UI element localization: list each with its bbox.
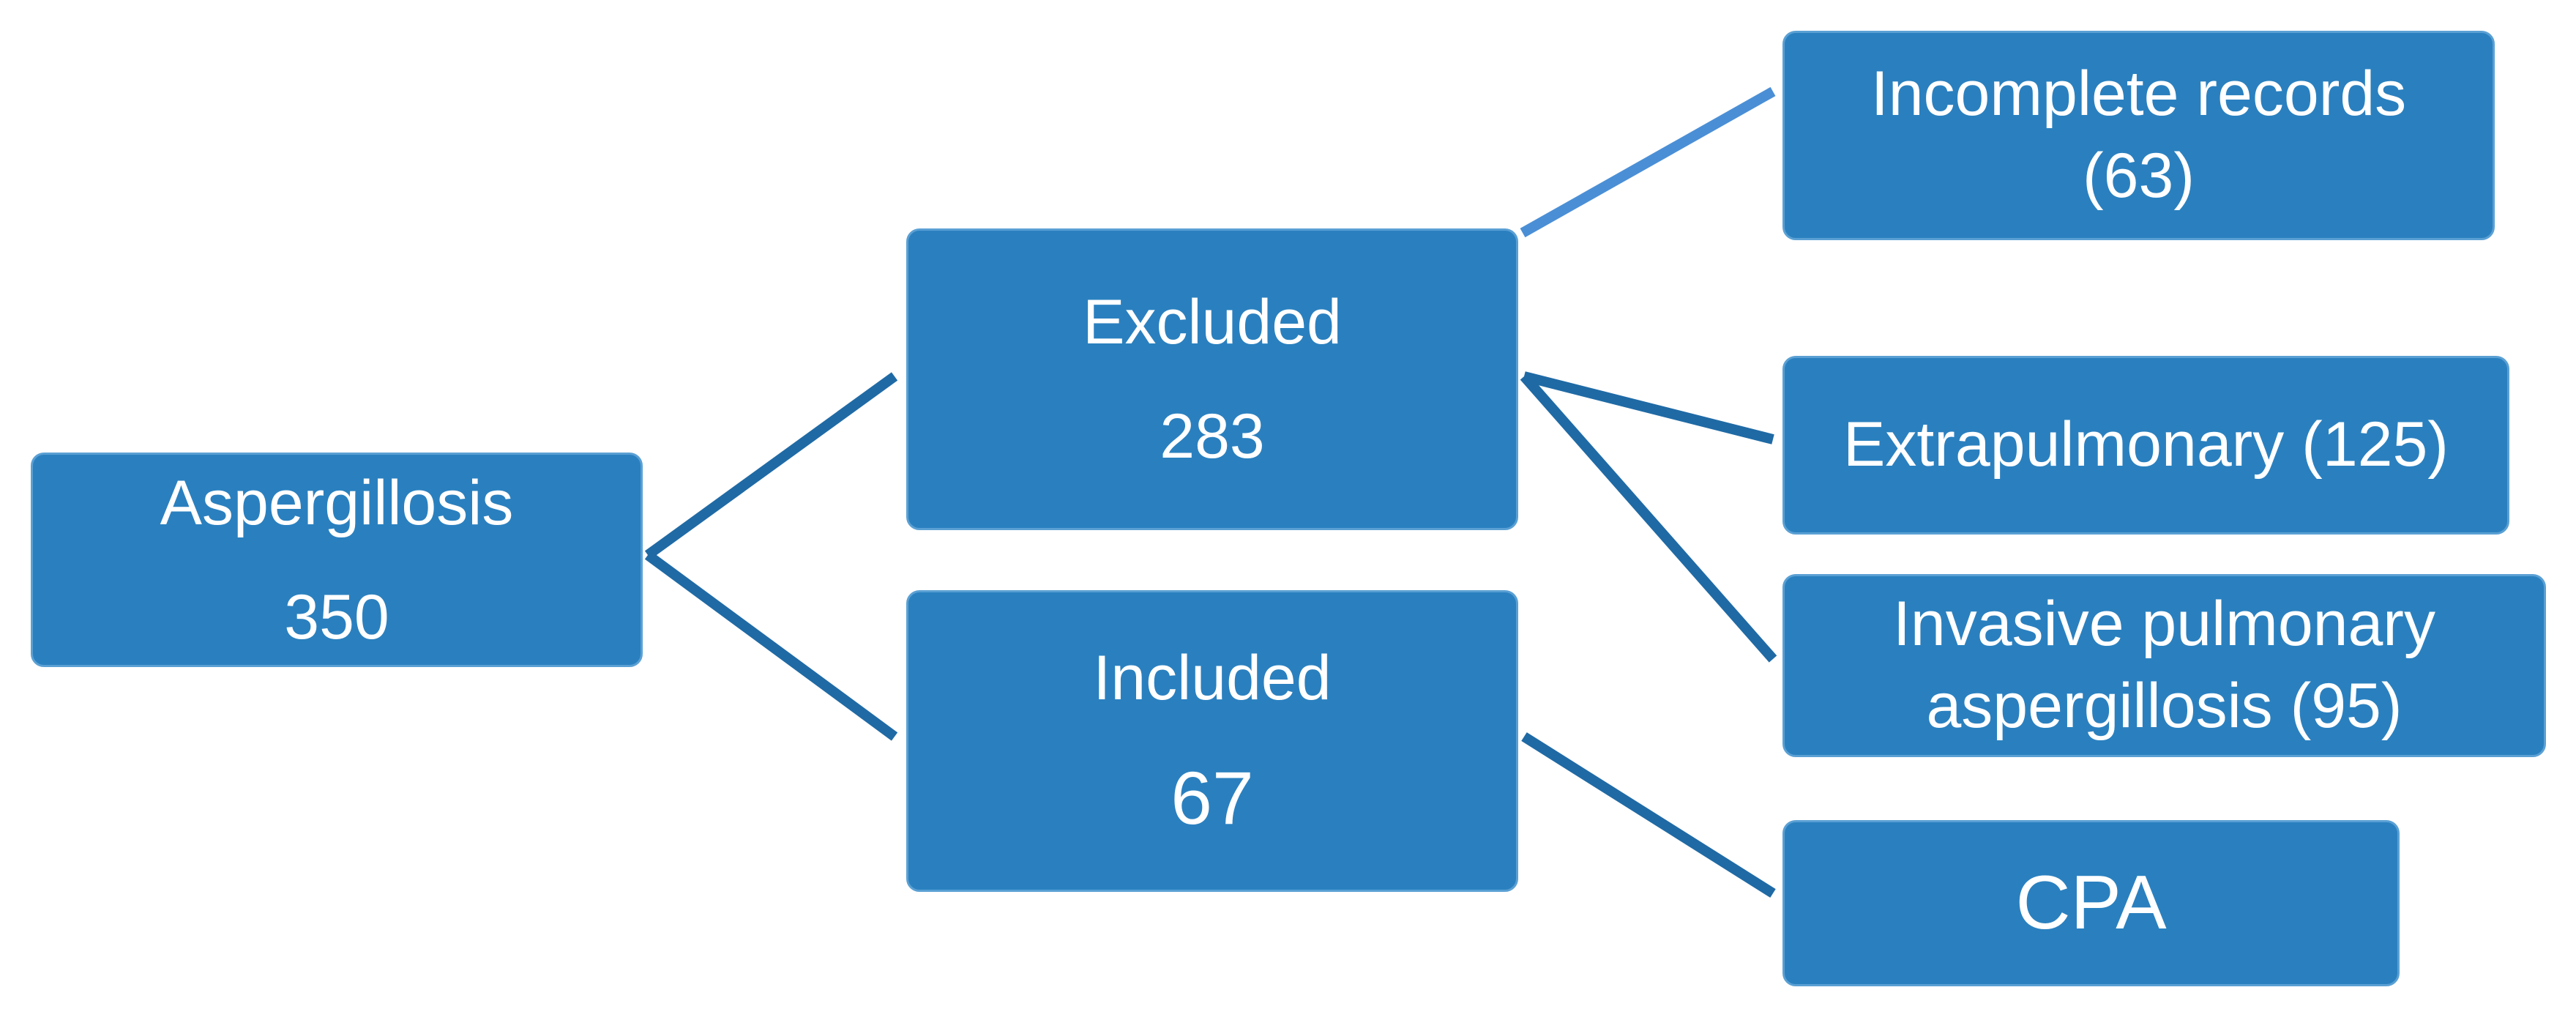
excluded-count: 283 xyxy=(1160,401,1265,472)
invasive-pulmonary-label-line1: Invasive pulmonary xyxy=(1893,589,2435,660)
incomplete-records-count: (63) xyxy=(2083,141,2195,211)
extrapulmonary-label: Extrapulmonary (125) xyxy=(1843,409,2449,480)
aspergillosis-label: Aspergillosis xyxy=(160,467,514,538)
connector-included-cpa xyxy=(1521,732,1776,898)
cpa-label: CPA xyxy=(2015,860,2167,945)
invasive-pulmonary-node: Invasive pulmonary aspergillosis (95) xyxy=(1782,574,2546,757)
invasive-pulmonary-label-line2: aspergillosis (95) xyxy=(1926,671,2403,741)
cpa-node: CPA xyxy=(1782,820,2400,986)
incomplete-records-label: Incomplete records xyxy=(1870,59,2407,130)
connector-aspergillosis-excluded xyxy=(644,372,898,559)
included-count: 67 xyxy=(1171,756,1254,840)
excluded-node: Excluded 283 xyxy=(906,228,1518,530)
connector-excluded-incomplete xyxy=(1520,86,1776,238)
aspergillosis-count: 350 xyxy=(284,581,389,652)
connector-excluded-invasive xyxy=(1520,373,1777,663)
excluded-label: Excluded xyxy=(1083,287,1342,357)
aspergillosis-node: Aspergillosis 350 xyxy=(31,453,643,667)
connector-excluded-extrapulmonary xyxy=(1523,371,1774,444)
connector-aspergillosis-included xyxy=(644,551,898,741)
included-node: Included 67 xyxy=(906,590,1518,892)
extrapulmonary-node: Extrapulmonary (125) xyxy=(1782,356,2509,535)
included-label: Included xyxy=(1093,643,1332,713)
incomplete-records-node: Incomplete records (63) xyxy=(1782,31,2495,240)
